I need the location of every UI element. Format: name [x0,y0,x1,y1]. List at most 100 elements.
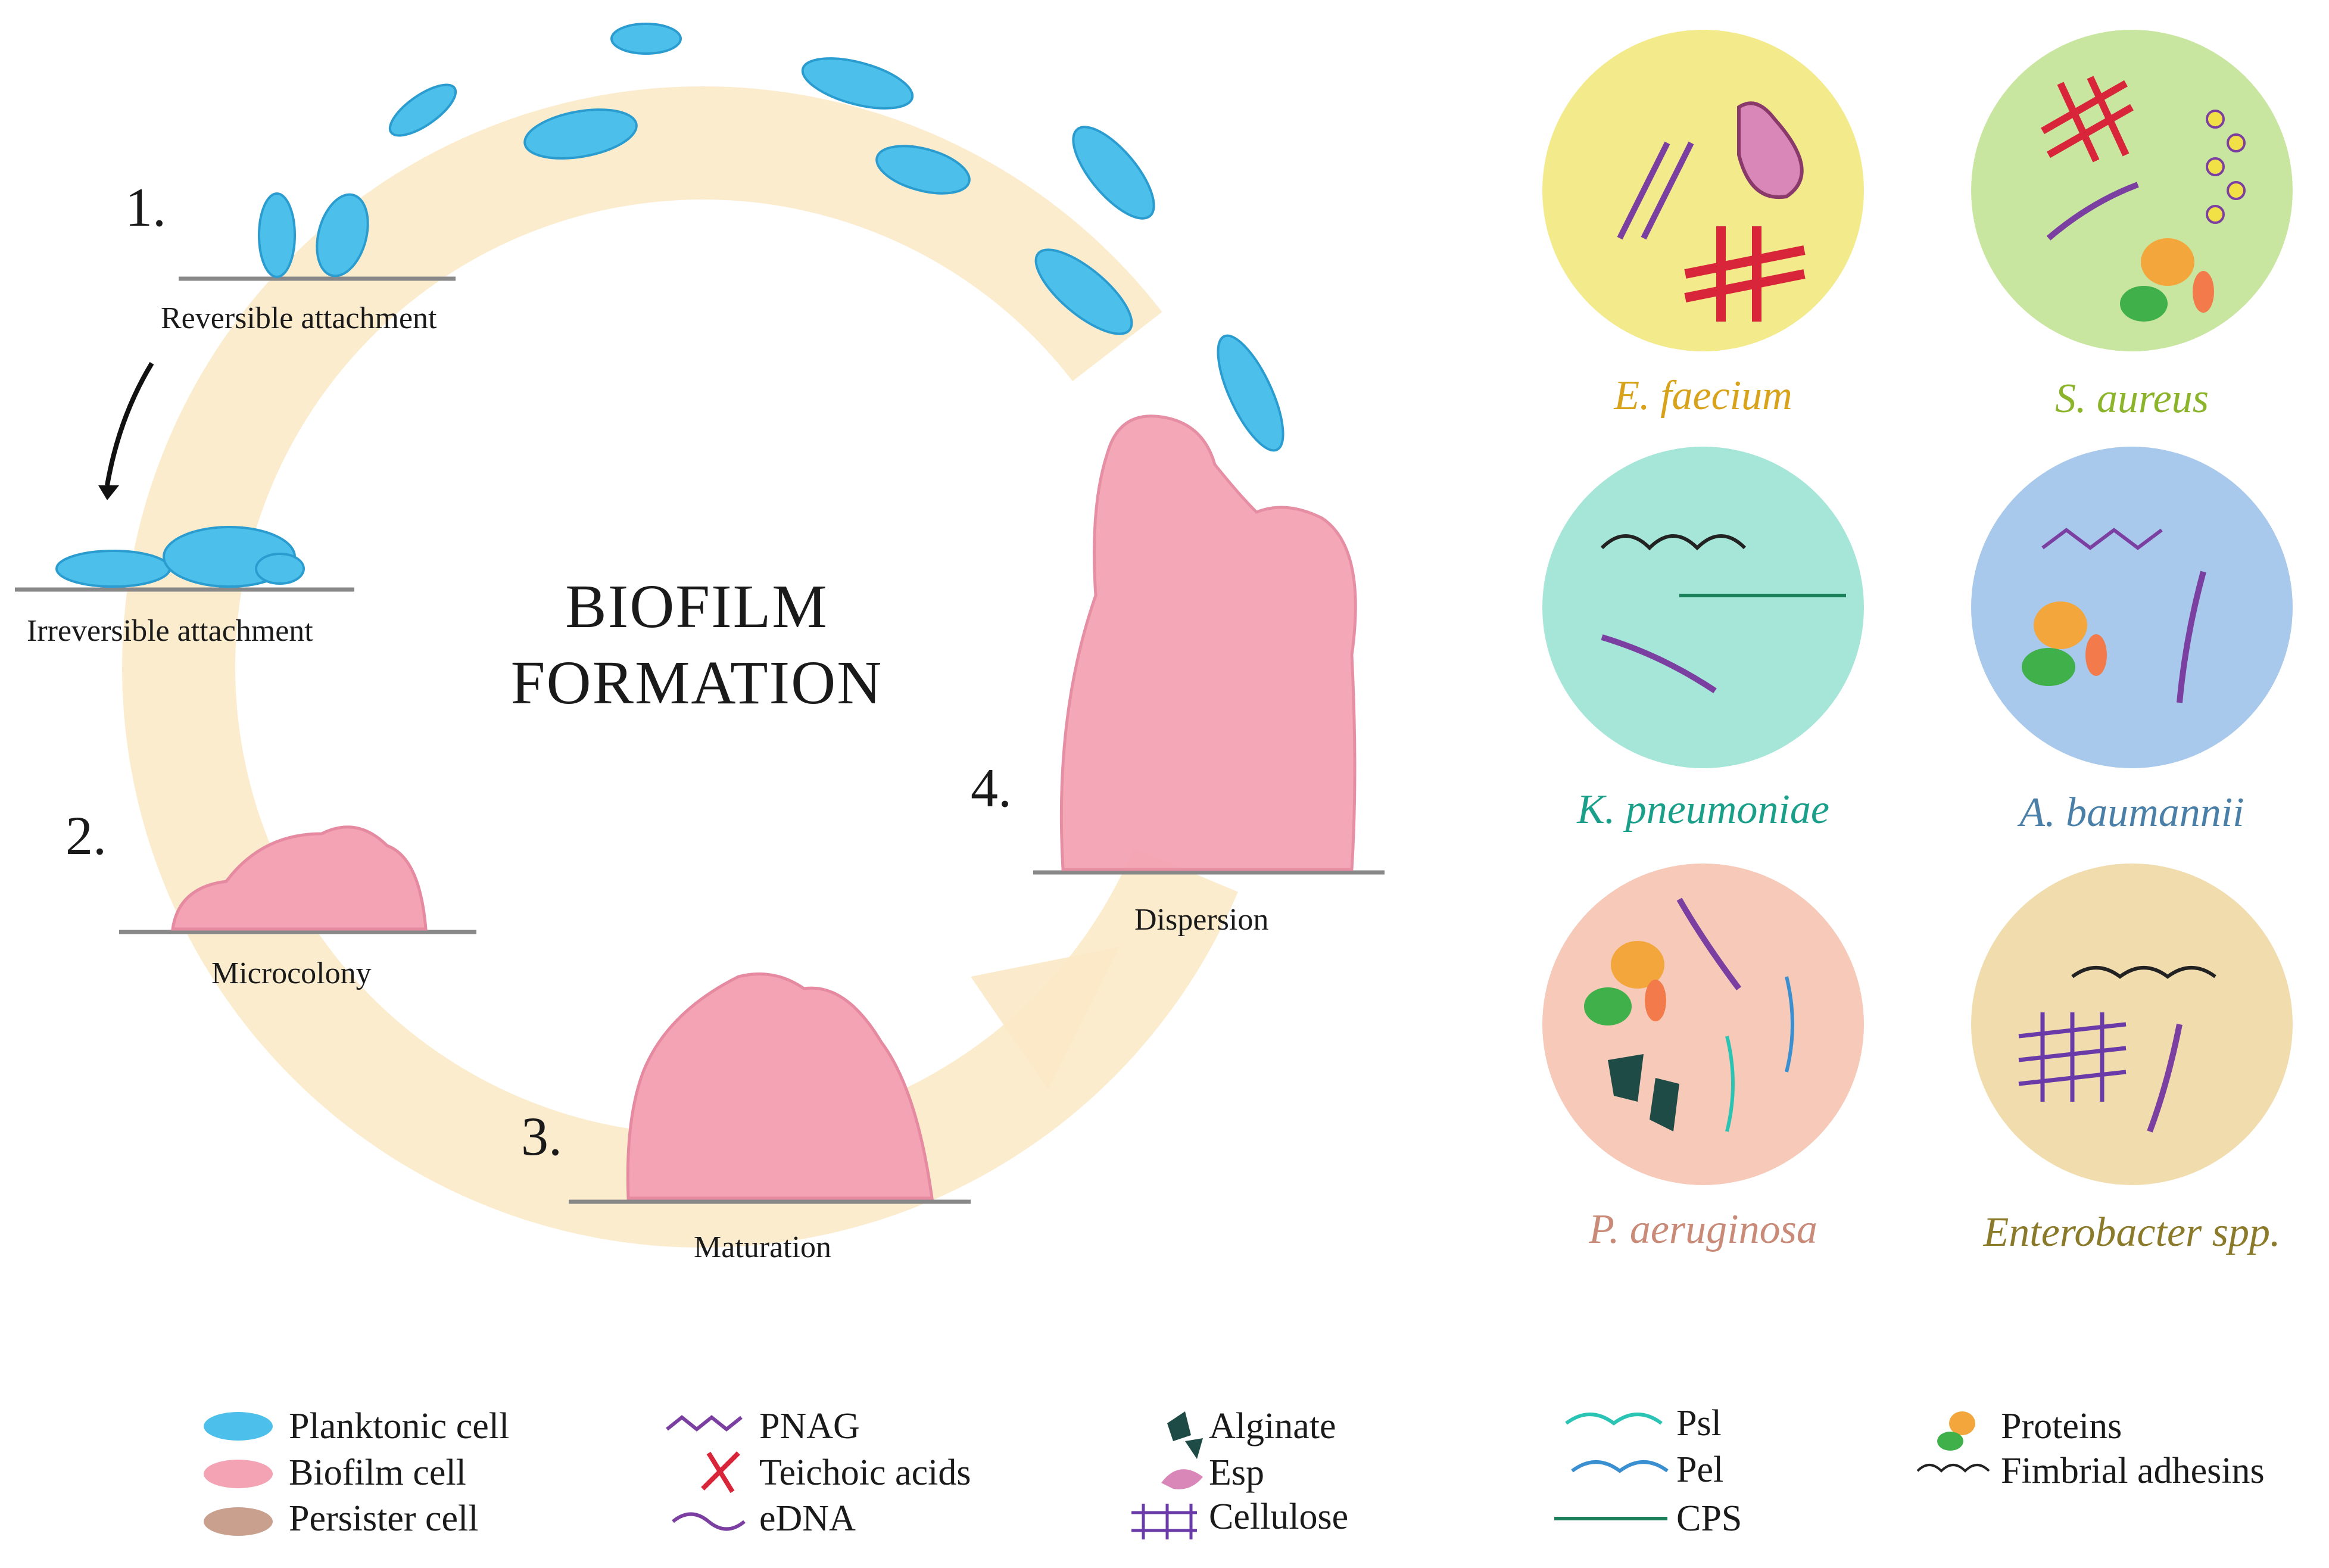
edna-icon [1676,897,1742,990]
esp-icon [1161,1469,1203,1489]
planktonic-cell [875,145,971,195]
stage-label-irreversible: Irreversible attachment [27,614,313,648]
stage-label-microcolony: Microcolony [211,956,372,990]
fimbrial-adhesins-icon [1916,1464,1990,1473]
microcolony-biofilm [171,825,428,931]
legend-edna: eDNA [759,1498,856,1539]
step-number: 4. [971,757,1012,818]
species-name-k-pneumoniae: K. pneumoniae [1577,787,1829,833]
legend-biofilm-cell: Biofilm cell [289,1452,466,1493]
pel-icon [1785,976,1794,1073]
proteins-icon [2085,634,2107,676]
alginate-icon [1167,1411,1203,1459]
proteins-icon [2120,286,2168,322]
legend-persister-cell: Persister cell [289,1498,479,1539]
legend-planktonic-cell: Planktonic cell [289,1406,510,1447]
legend-cps: CPS [1676,1498,1742,1539]
stage-label-maturation: Maturation [694,1230,832,1264]
planktonic-cell [610,23,682,55]
pnag-bead [2206,110,2225,129]
stage-label-dispersion: Dispersion [1134,903,1269,937]
species-bubble [1542,447,1864,768]
planktonic-cell [55,550,171,588]
teichoic-acids-icon [1684,226,1806,322]
planktonic-cells [55,23,1284,588]
pnag-bead [2227,133,2246,152]
legend-icons [204,1411,1990,1539]
legend-teichoic-acids: Teichoic acids [759,1452,971,1493]
legend-pnag: PNAG [759,1406,860,1447]
cellulose-icon [2018,1012,2127,1102]
step-number: 3. [521,1106,562,1167]
title-line: FORMATION [510,649,883,717]
proteins-icon [2022,648,2075,686]
diagram-title: BIOFILM FORMATION [488,569,905,721]
teichoic-acids-icon [701,1451,740,1494]
edna-icon [2177,571,2206,703]
proteins-icon [1949,1411,1975,1435]
planktonic-cell-icon [204,1412,273,1441]
edna-icon [1617,141,1694,240]
pnag-icon [2041,528,2163,550]
legend-fimbrial-adhesins: Fimbrial adhesins [2001,1451,2265,1491]
legend-alginate: Alginate [1209,1406,1336,1447]
pnag-bead [2227,181,2246,200]
species-name-p-aeruginosa: P. aeruginosa [1589,1207,1817,1252]
pnag-icon [2206,110,2246,224]
proteins-icon [2141,238,2194,286]
step-number: 2. [66,805,107,866]
proteins-icon [1645,980,1666,1021]
proteins-icon [2193,271,2214,313]
planktonic-cell [523,108,638,160]
progress-arrow-head [98,485,119,500]
psl-icon [1565,1413,1663,1426]
proteins-icon [1584,987,1632,1025]
species-name-s-aureus: S. aureus [2055,376,2209,422]
progress-arrow [105,361,154,486]
stage-label-reversible: Reversible attachment [161,301,437,335]
planktonic-cell [1072,126,1155,220]
esp-icon [1737,101,1804,199]
proteins-icon [1937,1432,1963,1451]
edna-icon [2147,1024,2183,1133]
edna-icon [1601,634,1717,694]
psl-icon [1725,1036,1735,1132]
planktonic-cell [801,57,914,110]
title-line: BIOFILM [565,572,828,641]
cycle-diagram [15,23,1385,1248]
legend-psl: Psl [1676,1403,1722,1444]
species-bubble [1542,864,1864,1185]
maturation-biofilm [626,972,934,1200]
pnag-bead [2206,205,2225,224]
planktonic-cell [1217,334,1284,452]
dispersion-biofilm [1059,414,1357,871]
fimbrial-adhesins-icon [2071,966,2216,979]
proteins-icon [2034,601,2087,649]
alginate-icon [1608,1054,1679,1131]
legend-cellulose: Cellulose [1209,1497,1349,1537]
species-name-enterobacter: Enterobacter spp. [1983,1209,2281,1255]
planktonic-cell [1034,248,1133,335]
pel-icon [1571,1460,1669,1473]
species-bubble [1971,864,2293,1185]
legend-esp: Esp [1209,1452,1264,1493]
species-bubble [1542,30,1864,351]
species-name-e-faecium: E. faecium [1614,373,1792,419]
pnag-bead [2206,157,2225,176]
species-name-a-baumannii: A. baumannii [2019,790,2244,836]
legend-proteins: Proteins [2001,1406,2122,1447]
cycle-arrow-head [971,947,1120,1090]
species-bubble [1971,447,2293,768]
cellulose-icon [1131,1504,1197,1539]
planktonic-cell [258,192,296,278]
pnag-icon [666,1415,743,1432]
edna-icon [2046,182,2139,241]
step-number: 1. [125,177,166,238]
proteins-icon [1611,941,1664,989]
teichoic-acids-icon [2041,76,2134,163]
persister-cell-icon [204,1507,273,1536]
fimbrial-adhesins-icon [1600,534,1747,551]
planktonic-cell [388,83,457,137]
species-panels [1542,30,2293,1185]
